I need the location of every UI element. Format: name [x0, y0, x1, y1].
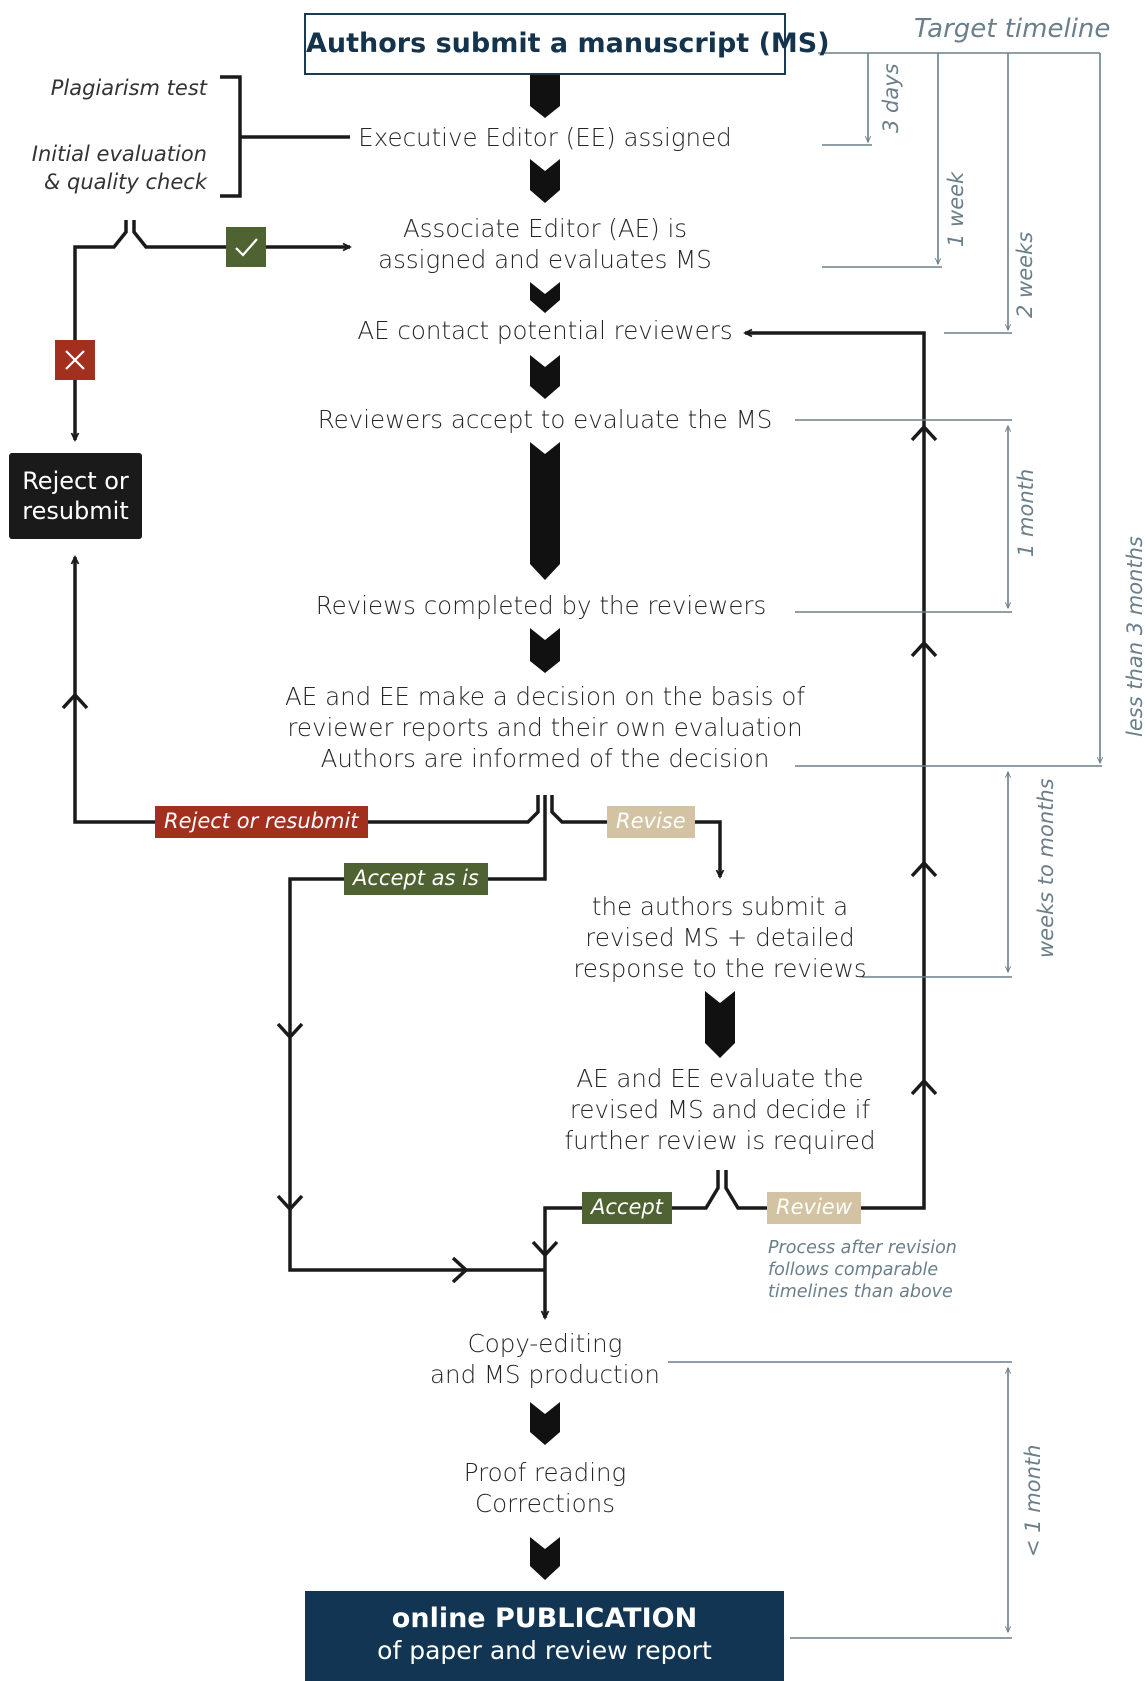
publication-subtitle: of paper and review report: [377, 1636, 712, 1665]
split-reject: [70, 555, 540, 824]
step-reviewers-accept: Reviewers accept to evaluate the MS: [317, 405, 773, 434]
tag-accept-as-is: Accept as is: [344, 863, 488, 895]
chevron-5-long: [530, 442, 560, 580]
chevron-9: [530, 1537, 560, 1580]
step-ee-assigned: Executive Editor (EE) assigned: [358, 123, 732, 152]
tag-revise: Revise: [607, 806, 695, 838]
check-icon: [226, 227, 266, 267]
chevron-1: [530, 74, 560, 118]
chevron-4: [530, 355, 560, 399]
start-box: Authors submit a manuscript (MS): [304, 13, 830, 75]
initial-eval-note-1: Initial evaluation: [31, 142, 207, 166]
chevron-7: [705, 991, 735, 1058]
step-decision: AE and EE make a decision on the basis o…: [285, 682, 805, 773]
publication-box: online PUBLICATION of paper and review r…: [305, 1591, 784, 1681]
timeline-1-week: 1 week: [944, 171, 968, 247]
chevron-8: [530, 1402, 560, 1445]
tag-accept: Accept: [582, 1192, 672, 1224]
step-ae-contact: AE contact potential reviewers: [357, 316, 733, 345]
step-reviews-completed: Reviews completed by the reviewers: [315, 591, 767, 620]
tag-review: Review: [767, 1192, 861, 1224]
initial-eval-note-2: & quality check: [43, 170, 207, 194]
chevron-2: [530, 159, 560, 203]
publication-title: online PUBLICATION: [391, 1603, 698, 1634]
timeline-1-month: 1 month: [1014, 468, 1038, 557]
split-accept: [540, 1170, 720, 1320]
chevron-3: [530, 282, 560, 313]
side-bracket: [220, 75, 242, 198]
timeline-less-than-3-months: less than 3 months: [1123, 536, 1147, 737]
split-revise: [550, 795, 725, 879]
timeline-weeks-to-months: weeks to months: [1034, 778, 1058, 958]
timeline-title: Target timeline: [914, 14, 1111, 44]
split-accept-as-is: [288, 795, 547, 1272]
tag-reject-or-resubmit: Reject or resubmit: [155, 806, 368, 838]
timeline-under-1-month: < 1 month: [1021, 1444, 1045, 1557]
plagiarism-note: Plagiarism test: [50, 76, 207, 100]
cross-icon: [55, 340, 95, 380]
chevron-connectors: [530, 74, 735, 1580]
timeline-3-days: 3 days: [879, 63, 903, 133]
chevron-6: [530, 628, 560, 673]
split-ae: [70, 220, 128, 442]
timeline-2-weeks: 2 weeks: [1013, 231, 1037, 318]
